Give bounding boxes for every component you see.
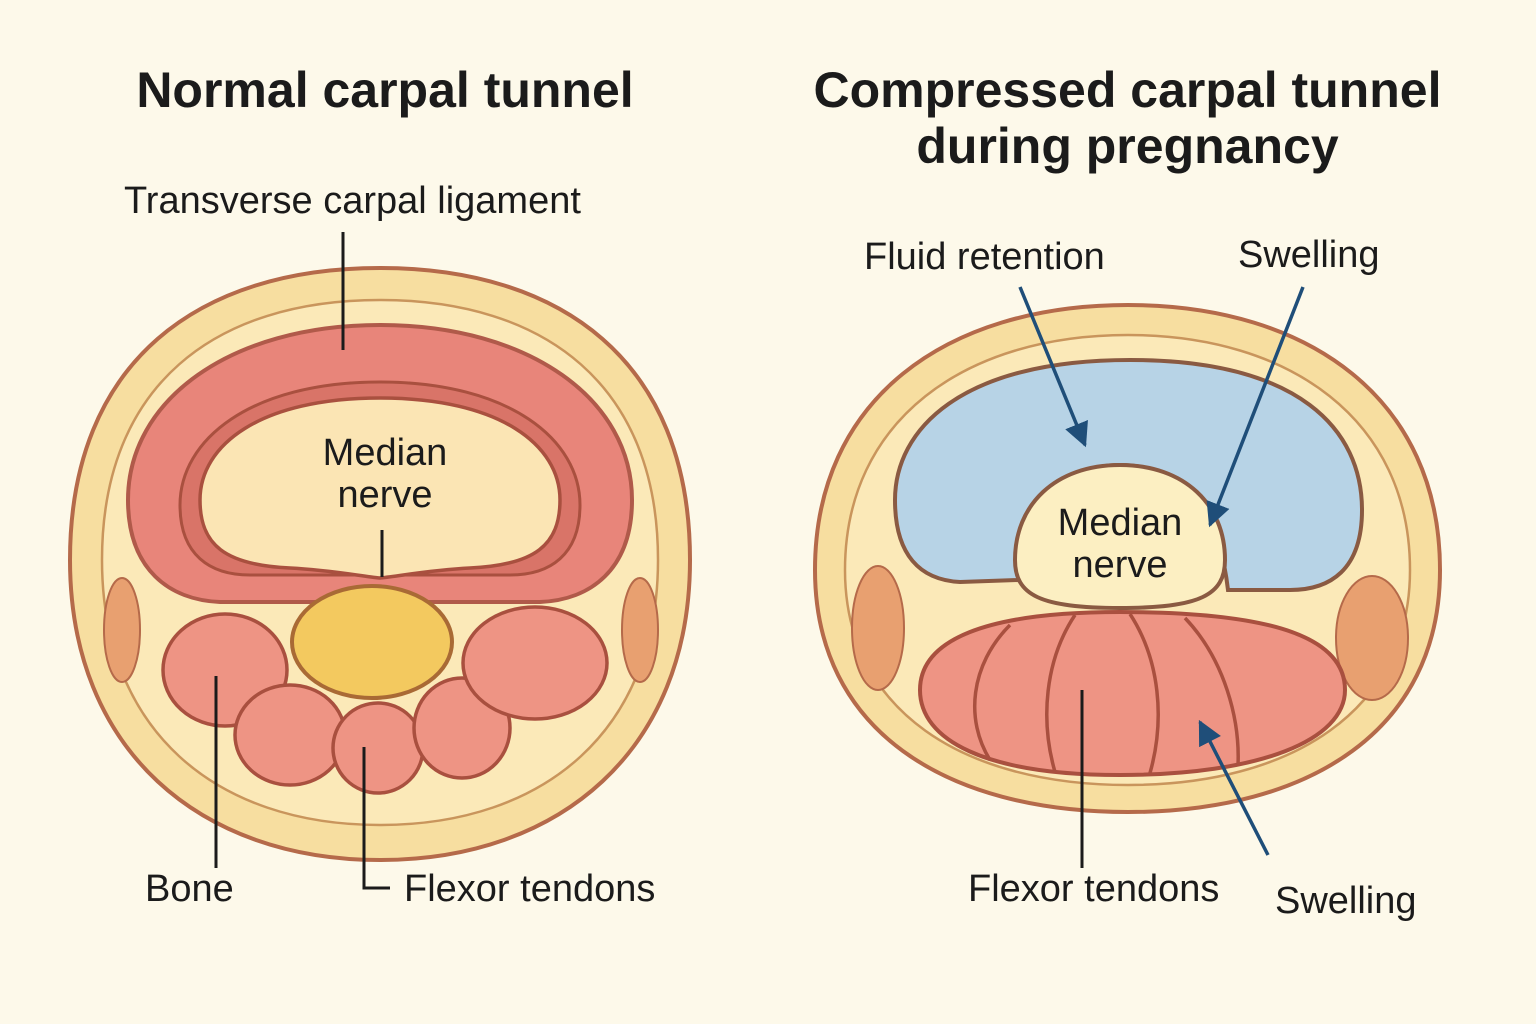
arrow-fluid-retention: [1018, 286, 1088, 448]
tendon-divider-3: [1128, 613, 1160, 774]
title-compressed-line2: during pregnancy: [916, 118, 1339, 174]
label-median-nerve-compressed: Median nerve: [1035, 502, 1205, 586]
median-nerve-line1: Median: [322, 432, 448, 474]
tendon-2: [233, 683, 347, 787]
title-compressed: Compressed carpal tunnel during pregnanc…: [800, 62, 1455, 174]
side-bone-left: [103, 577, 141, 683]
leader-flexor-tendons: [362, 747, 390, 890]
label-median-nerve-normal: Median nerve: [300, 432, 470, 516]
label-swelling-top: Swelling: [1238, 234, 1380, 276]
side-bone-left-compressed: [851, 565, 905, 691]
label-flexor-tendons-compressed: Flexor tendons: [968, 868, 1220, 910]
normal-cross-section: [67, 232, 693, 890]
median-nerve-compressed-line2: nerve: [1072, 544, 1168, 586]
median-nerve-compressed-line1: Median: [1057, 502, 1183, 544]
tendon-divider-4: [1183, 616, 1240, 766]
tendon-3: [331, 701, 425, 795]
tendon-group-compressed: [917, 609, 1348, 778]
side-bone-right: [621, 577, 659, 683]
arrow-swelling-bottom: [1198, 719, 1270, 856]
side-bone-right-compressed: [1335, 575, 1409, 701]
arrow-swelling-top: [1206, 286, 1305, 528]
label-bone: Bone: [145, 868, 234, 910]
label-transverse-carpal-ligament: Transverse carpal ligament: [124, 180, 581, 222]
title-compressed-line1: Compressed carpal tunnel: [813, 62, 1442, 118]
tendon-divider-1: [973, 623, 1012, 761]
compressed-cross-section: [812, 286, 1443, 868]
median-nerve-line2: nerve: [337, 474, 433, 516]
tendon-5: [461, 605, 609, 721]
label-flexor-tendons-normal: Flexor tendons: [404, 868, 656, 910]
tendon-divider-2: [1045, 614, 1077, 773]
label-fluid-retention: Fluid retention: [864, 236, 1105, 278]
tunnel-lumen: [198, 396, 562, 580]
median-nerve-normal: [290, 584, 454, 700]
label-swelling-bottom: Swelling: [1275, 880, 1417, 922]
title-normal: Normal carpal tunnel: [136, 62, 634, 118]
